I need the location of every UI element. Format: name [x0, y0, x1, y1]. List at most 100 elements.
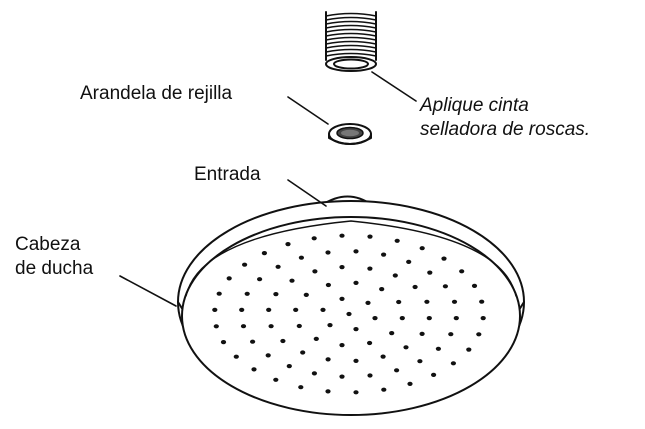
nozzle [450, 361, 456, 366]
nozzle [346, 311, 352, 317]
nozzle [367, 234, 373, 239]
nozzle [327, 323, 333, 328]
leader-inlet [287, 179, 327, 207]
nozzle [419, 246, 425, 251]
leader-lines [119, 71, 417, 307]
nozzle [325, 282, 331, 288]
nozzle [296, 323, 302, 329]
nozzle [339, 296, 345, 301]
nozzle [289, 278, 295, 283]
nozzle [426, 316, 432, 321]
nozzle [367, 373, 373, 378]
nozzle [220, 340, 227, 345]
nozzle [353, 280, 359, 285]
nozzle [298, 385, 304, 390]
nozzle [441, 256, 447, 261]
nozzle [312, 269, 318, 274]
label-screen-washer: Arandela de rejilla [80, 83, 233, 104]
nozzle [480, 316, 486, 321]
pipe-threads [325, 12, 377, 57]
label-thread-tape-line1: Aplique cinta [420, 95, 529, 116]
label-inlet: Entrada [194, 164, 261, 185]
nozzle [257, 277, 263, 282]
nozzle [261, 251, 267, 256]
leader-head [119, 275, 177, 307]
nozzle [339, 374, 345, 379]
nozzle [311, 236, 317, 241]
nozzle [459, 269, 465, 274]
nozzle [442, 284, 448, 289]
leader-tape [371, 71, 417, 102]
nozzle [476, 332, 482, 337]
nozzle [365, 300, 371, 305]
nozzle [406, 259, 412, 264]
nozzle [325, 389, 331, 394]
nozzle [381, 387, 387, 392]
nozzle [453, 316, 459, 321]
label-shower-head: Cabeza de ducha [15, 233, 93, 281]
nozzle [403, 345, 409, 350]
nozzle [381, 252, 387, 257]
nozzle [353, 249, 359, 254]
nozzle [448, 332, 454, 337]
nozzle [394, 238, 400, 243]
nozzle [320, 307, 326, 312]
nozzle [353, 390, 359, 395]
nozzle [431, 372, 437, 377]
nozzle [266, 307, 272, 312]
leader-washer [287, 96, 329, 125]
nozzle [265, 353, 271, 358]
nozzle [379, 287, 385, 292]
nozzle [372, 316, 378, 321]
nozzle [250, 339, 256, 344]
nozzle [325, 250, 331, 255]
nozzle [392, 273, 398, 278]
nozzle [471, 283, 478, 288]
nozzle [435, 346, 441, 351]
nozzle [213, 324, 219, 329]
nozzle-grid [212, 233, 486, 395]
shower-head-body [177, 200, 525, 416]
nozzle [273, 292, 279, 297]
nozzle [251, 367, 257, 372]
nozzle [311, 371, 317, 376]
screen-washer [328, 123, 372, 145]
nozzle [412, 284, 418, 290]
nozzle [300, 350, 306, 355]
nozzle [427, 270, 433, 275]
nozzle [242, 262, 248, 267]
nozzle [226, 276, 232, 281]
nozzle [268, 324, 274, 329]
nozzle [293, 307, 299, 312]
nozzle [240, 324, 247, 329]
nozzle [367, 340, 373, 346]
nozzle [216, 291, 222, 296]
nozzle [424, 299, 430, 304]
nozzle [394, 368, 400, 373]
nozzle [407, 381, 413, 386]
nozzle [212, 307, 218, 312]
nozzle [298, 255, 304, 260]
nozzle [244, 291, 250, 296]
nozzle [380, 354, 386, 359]
nozzle [417, 359, 423, 364]
nozzle [280, 338, 286, 344]
nozzle [325, 357, 331, 362]
nozzle [399, 316, 405, 321]
nozzle [233, 354, 239, 359]
nozzle [451, 299, 458, 304]
nozzle [239, 307, 245, 312]
nozzle [286, 364, 292, 369]
nozzle [273, 377, 279, 382]
nozzle [466, 347, 472, 352]
label-thread-tape: Aplique cinta selladora de roscas. [420, 94, 590, 142]
label-shower-head-line2: de ducha [15, 258, 94, 279]
nozzle [419, 331, 425, 336]
shower-arm-pipe [325, 11, 377, 72]
nozzle [339, 343, 345, 348]
nozzle [339, 265, 345, 270]
label-shower-head-line1: Cabeza [15, 234, 81, 255]
nozzle [303, 292, 309, 297]
nozzle [396, 299, 402, 305]
